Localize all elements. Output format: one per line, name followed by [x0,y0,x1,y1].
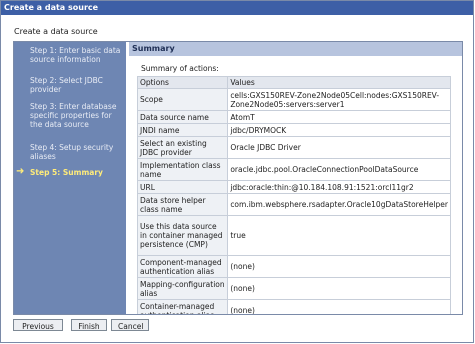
value-cell: true [227,215,451,256]
finish-button[interactable]: Finish [71,319,107,331]
summary-panel: Summary Summary of actions: Options Valu… [129,42,462,314]
table-row: Use this data source in container manage… [136,215,451,256]
value-cell: (none) [227,299,451,314]
value-cell: Oracle JDBC Driver [227,136,451,159]
value-cell: AtomT [227,110,451,124]
summary-table-header-row: Options Values [136,76,451,89]
options-column-header: Options [136,76,229,89]
window-title: Create a data source [1,1,473,15]
value-cell: jdbc/DRYMOCK [227,123,451,137]
value-cell: oracle.jdbc.pool.OracleConnectionPoolDat… [227,158,451,181]
option-cell: Data source name [136,110,229,124]
table-row: Scope cells:GXS150REV-Zone2Node05Cell:no… [136,88,451,111]
option-cell: Container-managed authentication alias [136,299,229,314]
value-cell: (none) [227,255,451,278]
option-cell: Implementation class name [136,158,229,181]
value-cell: com.ibm.websphere.rsadapter.Oracle10gDat… [227,193,451,216]
step-5-current: Step 5: Summary [30,168,103,177]
summary-header: Summary [129,42,462,56]
option-cell: JNDI name [136,123,229,137]
option-cell: Component-managed authentication alias [136,255,229,278]
table-row: Implementation class name oracle.jdbc.po… [136,158,451,181]
value-cell: (none) [227,277,451,300]
value-cell: cells:GXS150REV-Zone2Node05Cell:nodes:GX… [227,88,451,111]
wizard-frame: Step 1: Enter basic data source informat… [13,41,463,315]
table-row: JNDI name jdbc/DRYMOCK [136,123,451,137]
option-cell: Scope [136,88,229,111]
previous-button[interactable]: Previous [13,319,63,331]
cancel-button[interactable]: Cancel [111,319,149,331]
step-1-link[interactable]: Step 1: Enter basic data source informat… [30,46,121,64]
summary-table: Options Values Scope cells:GXS150REV-Zon… [136,76,451,314]
step-3-link[interactable]: Step 3: Enter database specific properti… [30,102,117,129]
option-cell: Data store helper class name [136,193,229,216]
table-row: Mapping-configuration alias (none) [136,277,451,300]
page-subtitle: Create a data source [14,27,98,36]
table-row: Select an existing JDBC provider Oracle … [136,136,451,159]
table-row: Component-managed authentication alias (… [136,255,451,278]
table-row: URL jdbc:oracle:thin:@10.184.108.91:1521… [136,180,451,194]
values-column-header: Values [227,76,451,89]
table-row: Data source name AtomT [136,110,451,124]
value-cell: jdbc:oracle:thin:@10.184.108.91:1521:orc… [227,180,451,194]
option-cell: Use this data source in container manage… [136,215,229,256]
option-cell: URL [136,180,229,194]
option-cell: Select an existing JDBC provider [136,136,229,159]
step-4-link[interactable]: Step 4: Setup security aliases [30,143,114,161]
current-step-arrow-icon: ➜ [16,166,25,177]
option-cell: Mapping-configuration alias [136,277,229,300]
wizard-steps-sidebar: Step 1: Enter basic data source informat… [14,42,126,314]
summary-of-actions-label: Summary of actions: [141,64,219,73]
step-2-link[interactable]: Step 2: Select JDBC provider [30,76,103,94]
table-row: Container-managed authentication alias (… [136,299,451,314]
table-row: Data store helper class name com.ibm.web… [136,193,451,216]
